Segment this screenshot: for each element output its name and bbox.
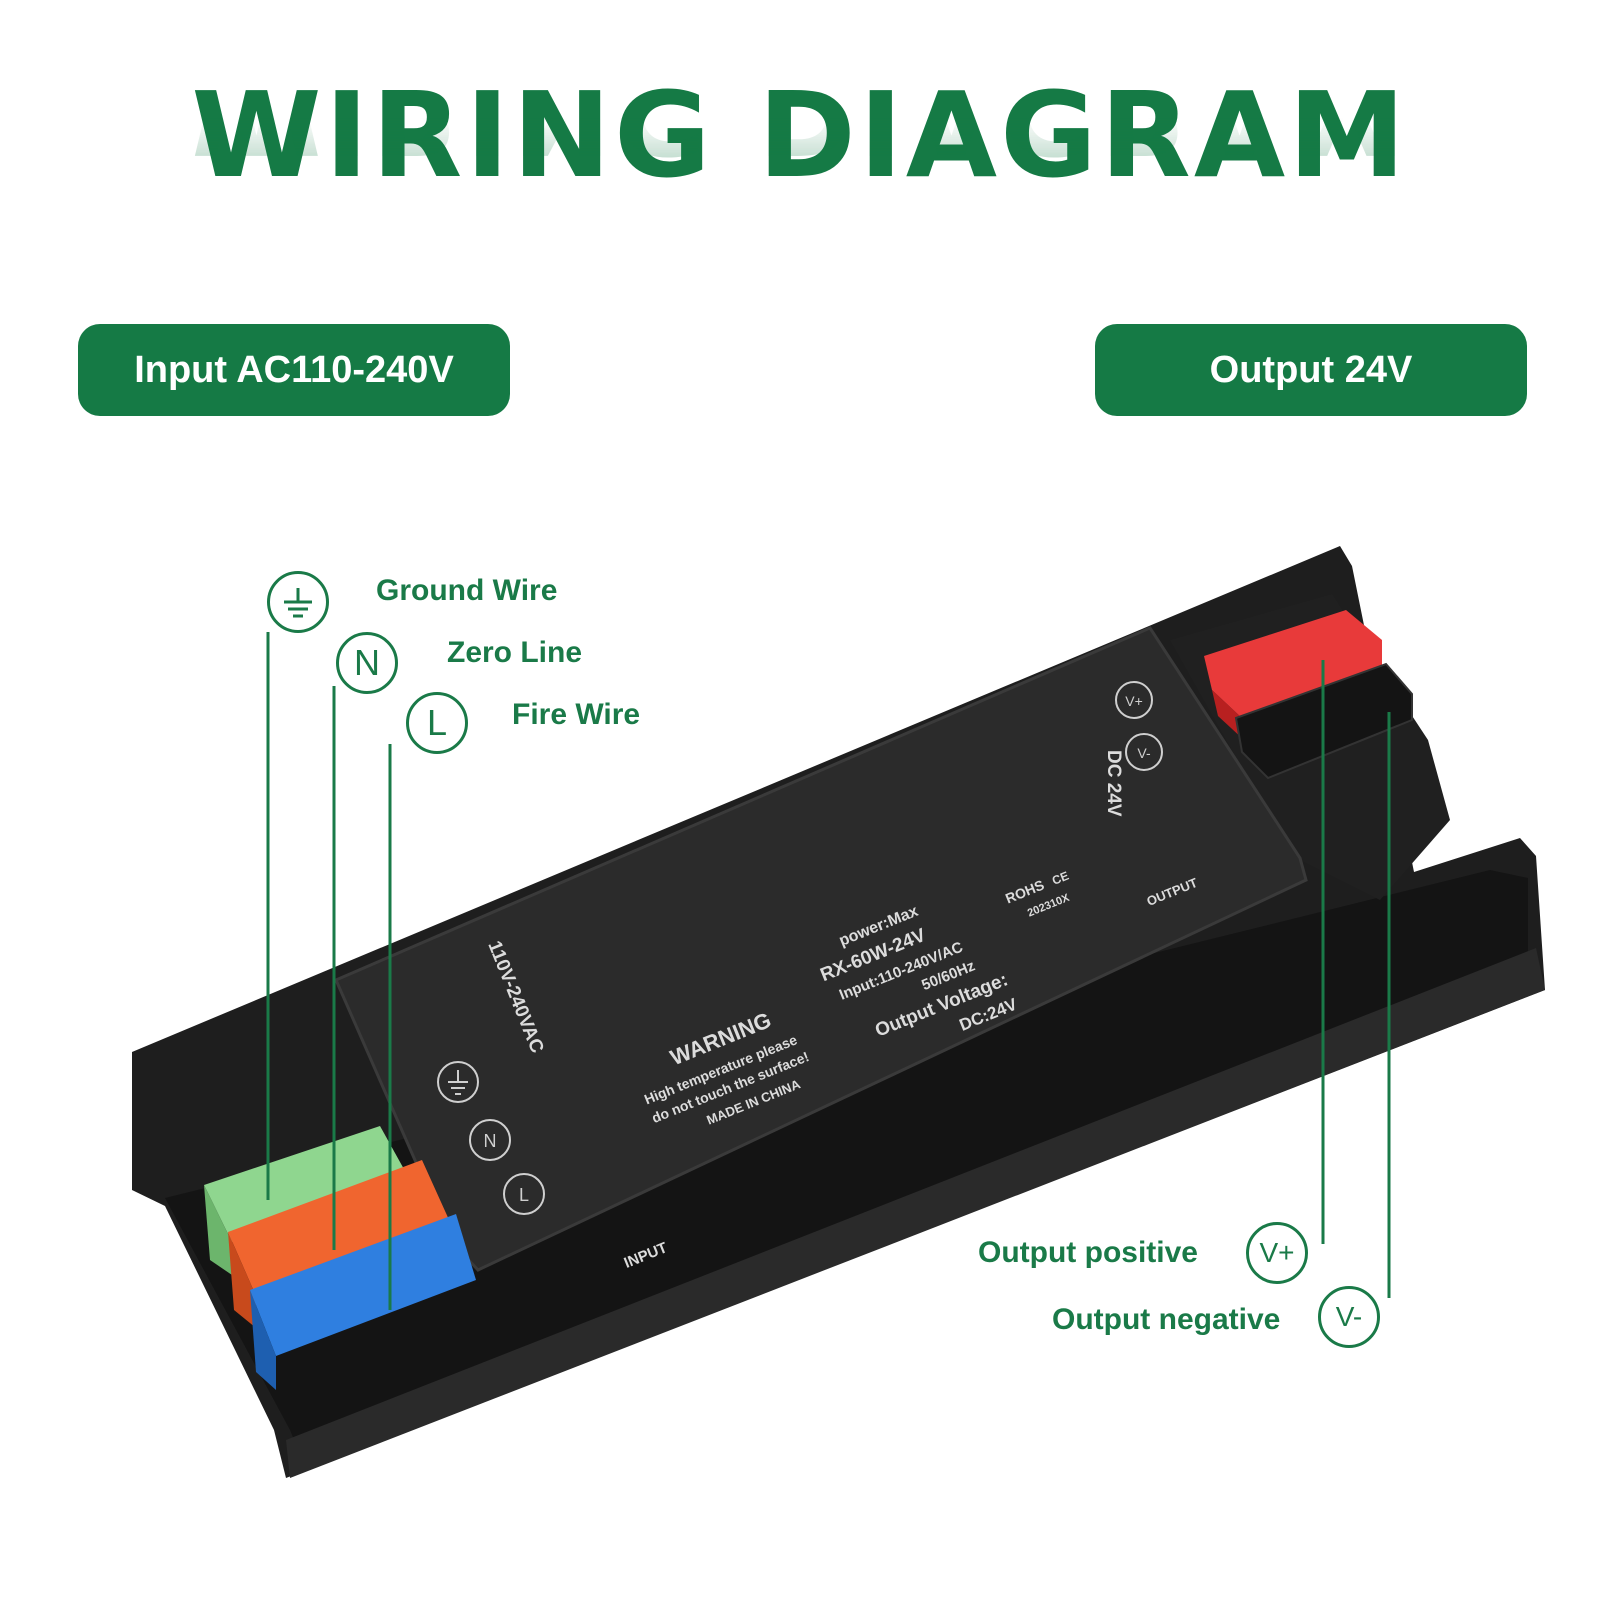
cover-vminus-mark: [1125, 733, 1163, 771]
page-title: WIRING DIAGRAM: [191, 66, 1409, 204]
output-badge: Output 24V: [1095, 324, 1527, 416]
live-symbol-icon: L: [406, 692, 468, 754]
ce-text: CE: [1050, 869, 1071, 888]
cover-ground-symbol: [448, 1070, 468, 1095]
positive-symbol-icon: V+: [1246, 1222, 1308, 1284]
negative-symbol-icon: V-: [1318, 1286, 1380, 1348]
ground-icon: [284, 588, 312, 618]
cover-l-mark: [503, 1173, 545, 1215]
ground-terminal: [204, 1126, 410, 1275]
fire-wire-label: Fire Wire: [512, 698, 641, 731]
dc-label-text: DC 24V: [1103, 750, 1124, 817]
ground-symbol-icon: [267, 571, 329, 633]
neutral-terminal: [228, 1160, 450, 1328]
cover-ground-mark: [437, 1061, 479, 1103]
positive-terminal: [1204, 610, 1382, 740]
ground-wire-label: Ground Wire: [376, 574, 558, 607]
input-badge: Input AC110-240V: [78, 324, 510, 416]
cover-vplus-mark: [1115, 681, 1153, 719]
device-tray-wall: [286, 948, 1545, 1478]
cover-vplus-text: V+: [1125, 693, 1143, 709]
cover-n-mark: [469, 1119, 511, 1161]
device-tray-inner: [165, 870, 1528, 1455]
cover-n-text: N: [484, 1131, 497, 1151]
output-positive-label: Output positive: [978, 1236, 1198, 1269]
zero-line-label: Zero Line: [447, 636, 583, 669]
output-negative-label: Output negative: [1052, 1303, 1281, 1336]
neutral-symbol-icon: N: [336, 632, 398, 694]
cover-vminus-text: V-: [1137, 745, 1151, 761]
cover-l-text: L: [519, 1185, 529, 1205]
live-terminal: [250, 1214, 476, 1390]
